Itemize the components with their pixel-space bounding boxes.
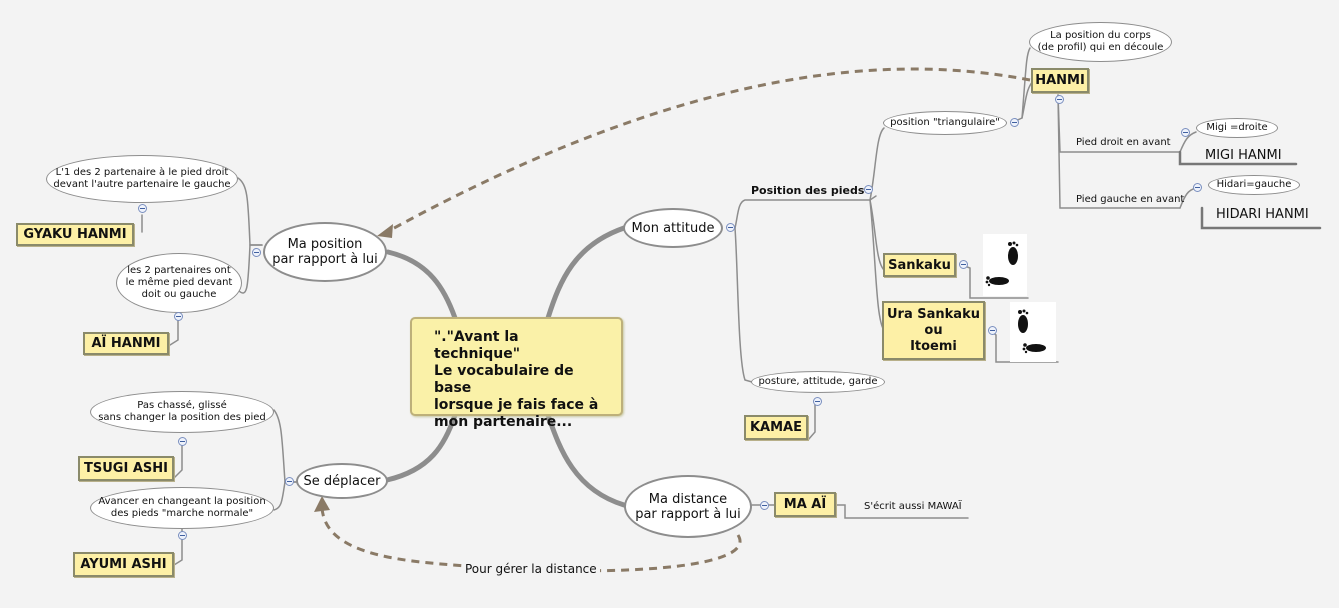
- collapse-icon[interactable]: [174, 312, 183, 321]
- collapse-icon[interactable]: [138, 204, 147, 213]
- collapse-icon[interactable]: [959, 260, 968, 269]
- topic-hidari-hanmi[interactable]: HIDARI HANMI: [1216, 207, 1309, 222]
- branch-se-deplacer[interactable]: Se déplacer: [296, 463, 388, 499]
- topic-ayumi-ashi[interactable]: AYUMI ASHI: [73, 552, 174, 577]
- collapse-icon[interactable]: [1010, 118, 1019, 127]
- branch-ma-distance[interactable]: Ma distance par rapport à lui: [624, 475, 752, 538]
- note-triangulaire[interactable]: position "triangulaire": [883, 111, 1007, 135]
- collapse-icon[interactable]: [1193, 183, 1202, 192]
- collapse-icon[interactable]: [178, 437, 187, 446]
- label-pied-gauche[interactable]: Pied gauche en avant: [1076, 194, 1185, 205]
- topic-ura-sankaku[interactable]: Ura Sankaku ou Itoemi: [882, 301, 985, 360]
- label-pied-droit[interactable]: Pied droit en avant: [1076, 137, 1171, 148]
- collapse-icon[interactable]: [760, 501, 769, 510]
- topic-migi-hanmi[interactable]: MIGI HANMI: [1205, 148, 1282, 163]
- topic-ma-ai[interactable]: MA AÏ: [774, 492, 836, 517]
- footprints-icon: [1010, 302, 1056, 362]
- note-ayumi[interactable]: Avancer en changeant la position des pie…: [90, 487, 274, 529]
- topic-kamae[interactable]: KAMAE: [744, 415, 808, 440]
- central-topic[interactable]: "."Avant la technique" Le vocabulaire de…: [410, 317, 623, 430]
- topic-gyaku-hanmi[interactable]: GYAKU HANMI: [16, 223, 134, 246]
- note-hanmi[interactable]: La position du corps (de profil) qui en …: [1029, 22, 1172, 62]
- collapse-icon[interactable]: [1055, 95, 1064, 104]
- relation-arrow-hanmi: [384, 67, 1031, 235]
- branch-line-attitude: [545, 225, 627, 321]
- collapse-icon[interactable]: [1181, 128, 1190, 137]
- branch-line-distance: [545, 412, 627, 508]
- note-mawai[interactable]: S'écrit aussi MAWAÏ: [864, 501, 962, 512]
- branch-ma-position[interactable]: Ma position par rapport à lui: [263, 222, 387, 282]
- topic-sankaku[interactable]: Sankaku: [883, 253, 956, 277]
- topic-tsugi-ashi[interactable]: TSUGI ASHI: [78, 456, 174, 481]
- collapse-icon[interactable]: [864, 185, 873, 194]
- branch-line-position: [385, 249, 458, 321]
- note-hidari[interactable]: Hidari=gauche: [1208, 175, 1300, 195]
- topic-ai-hanmi[interactable]: AÏ HANMI: [83, 332, 169, 355]
- branch-mon-attitude[interactable]: Mon attitude: [623, 208, 723, 248]
- note-ai[interactable]: les 2 partenaires ont le même pied devan…: [116, 253, 242, 313]
- label-position-pieds[interactable]: Position des pieds: [751, 184, 865, 197]
- collapse-icon[interactable]: [285, 477, 294, 486]
- collapse-icon[interactable]: [178, 531, 187, 540]
- branch-line-deplacer: [384, 412, 458, 483]
- collapse-icon[interactable]: [726, 223, 735, 232]
- note-tsugi[interactable]: Pas chassé, glissé sans changer la posit…: [90, 391, 274, 433]
- note-gyaku[interactable]: L'1 des 2 partenaire à le pied droit dev…: [46, 155, 238, 203]
- collapse-icon[interactable]: [988, 326, 997, 335]
- topic-hanmi[interactable]: HANMI: [1031, 68, 1089, 93]
- label-gerer-distance[interactable]: Pour gérer la distance: [462, 562, 600, 576]
- collapse-icon[interactable]: [813, 397, 822, 406]
- note-posture[interactable]: posture, attitude, garde: [751, 371, 885, 393]
- note-migi[interactable]: Migi =droite: [1196, 118, 1278, 138]
- footprints-icon: [983, 234, 1027, 296]
- collapse-icon[interactable]: [252, 248, 261, 257]
